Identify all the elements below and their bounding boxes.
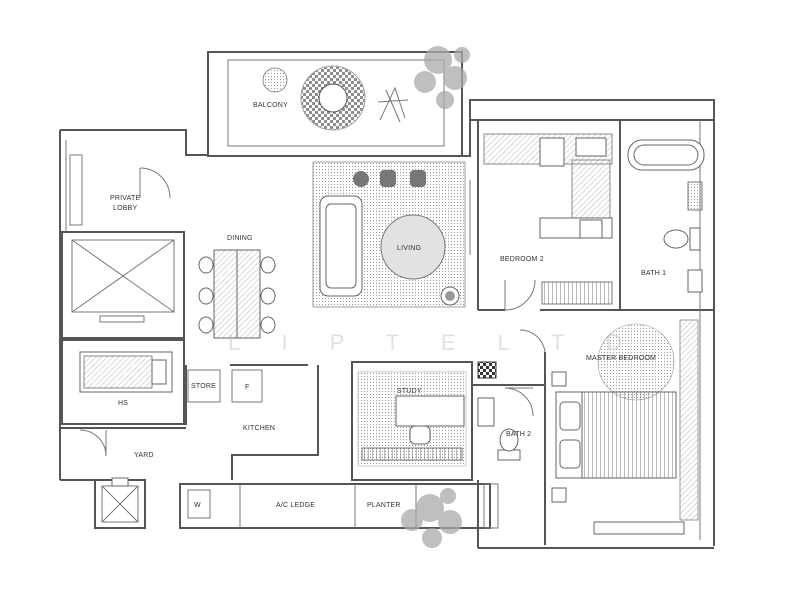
label-bath-2: BATH 2 (506, 431, 531, 438)
sofa-icon (319, 195, 363, 297)
label-washer: W (194, 502, 201, 509)
label-private-lobby-line2: LOBBY (113, 205, 137, 212)
balcony-furniture (262, 65, 409, 131)
label-balcony: BALCONY (253, 102, 288, 109)
bathtub-icon (627, 139, 705, 171)
basin-icon (687, 181, 703, 293)
walls (59, 51, 715, 549)
study-furniture (357, 361, 497, 467)
dining-table (198, 249, 276, 339)
label-study: STUDY (397, 388, 422, 395)
label-master-bedroom: MASTER BEDROOM (586, 355, 656, 362)
toilet-icon (663, 227, 701, 251)
label-yard: YARD (134, 452, 154, 459)
label-store: STORE (191, 383, 216, 390)
label-planter: PLANTER (367, 502, 401, 509)
room-labels: BALCONY PRIVATE LOBBY DINING LIVING BEDR… (110, 102, 666, 509)
watermark: L I P T E L T D (228, 330, 640, 355)
door-swing-icon (79, 167, 546, 457)
label-private-lobby: PRIVATE LOBBY (110, 195, 142, 212)
bed-icon (79, 351, 173, 393)
living-area (312, 161, 466, 308)
label-private-lobby-line1: PRIVATE (110, 195, 140, 202)
bedroom-2-furniture (469, 133, 613, 305)
label-living: LIVING (397, 245, 421, 252)
label-ac-ledge: A/C LEDGE (276, 502, 315, 509)
tree-icon (414, 46, 470, 109)
label-hs: HS (118, 400, 128, 407)
yard-tank (101, 477, 139, 523)
basin-icon (477, 397, 495, 427)
label-kitchen: KITCHEN (243, 425, 275, 432)
lift-icon (71, 239, 175, 323)
label-fridge: F (245, 384, 249, 391)
washer-box (187, 489, 211, 519)
master-bedroom-furniture (551, 319, 699, 535)
toilet-icon (497, 428, 521, 461)
label-bath-1: BATH 1 (641, 270, 666, 277)
store-fridge (187, 369, 263, 403)
label-dining: DINING (227, 235, 253, 242)
tree-icon (401, 488, 462, 548)
label-bedroom-2: BEDROOM 2 (500, 256, 544, 263)
